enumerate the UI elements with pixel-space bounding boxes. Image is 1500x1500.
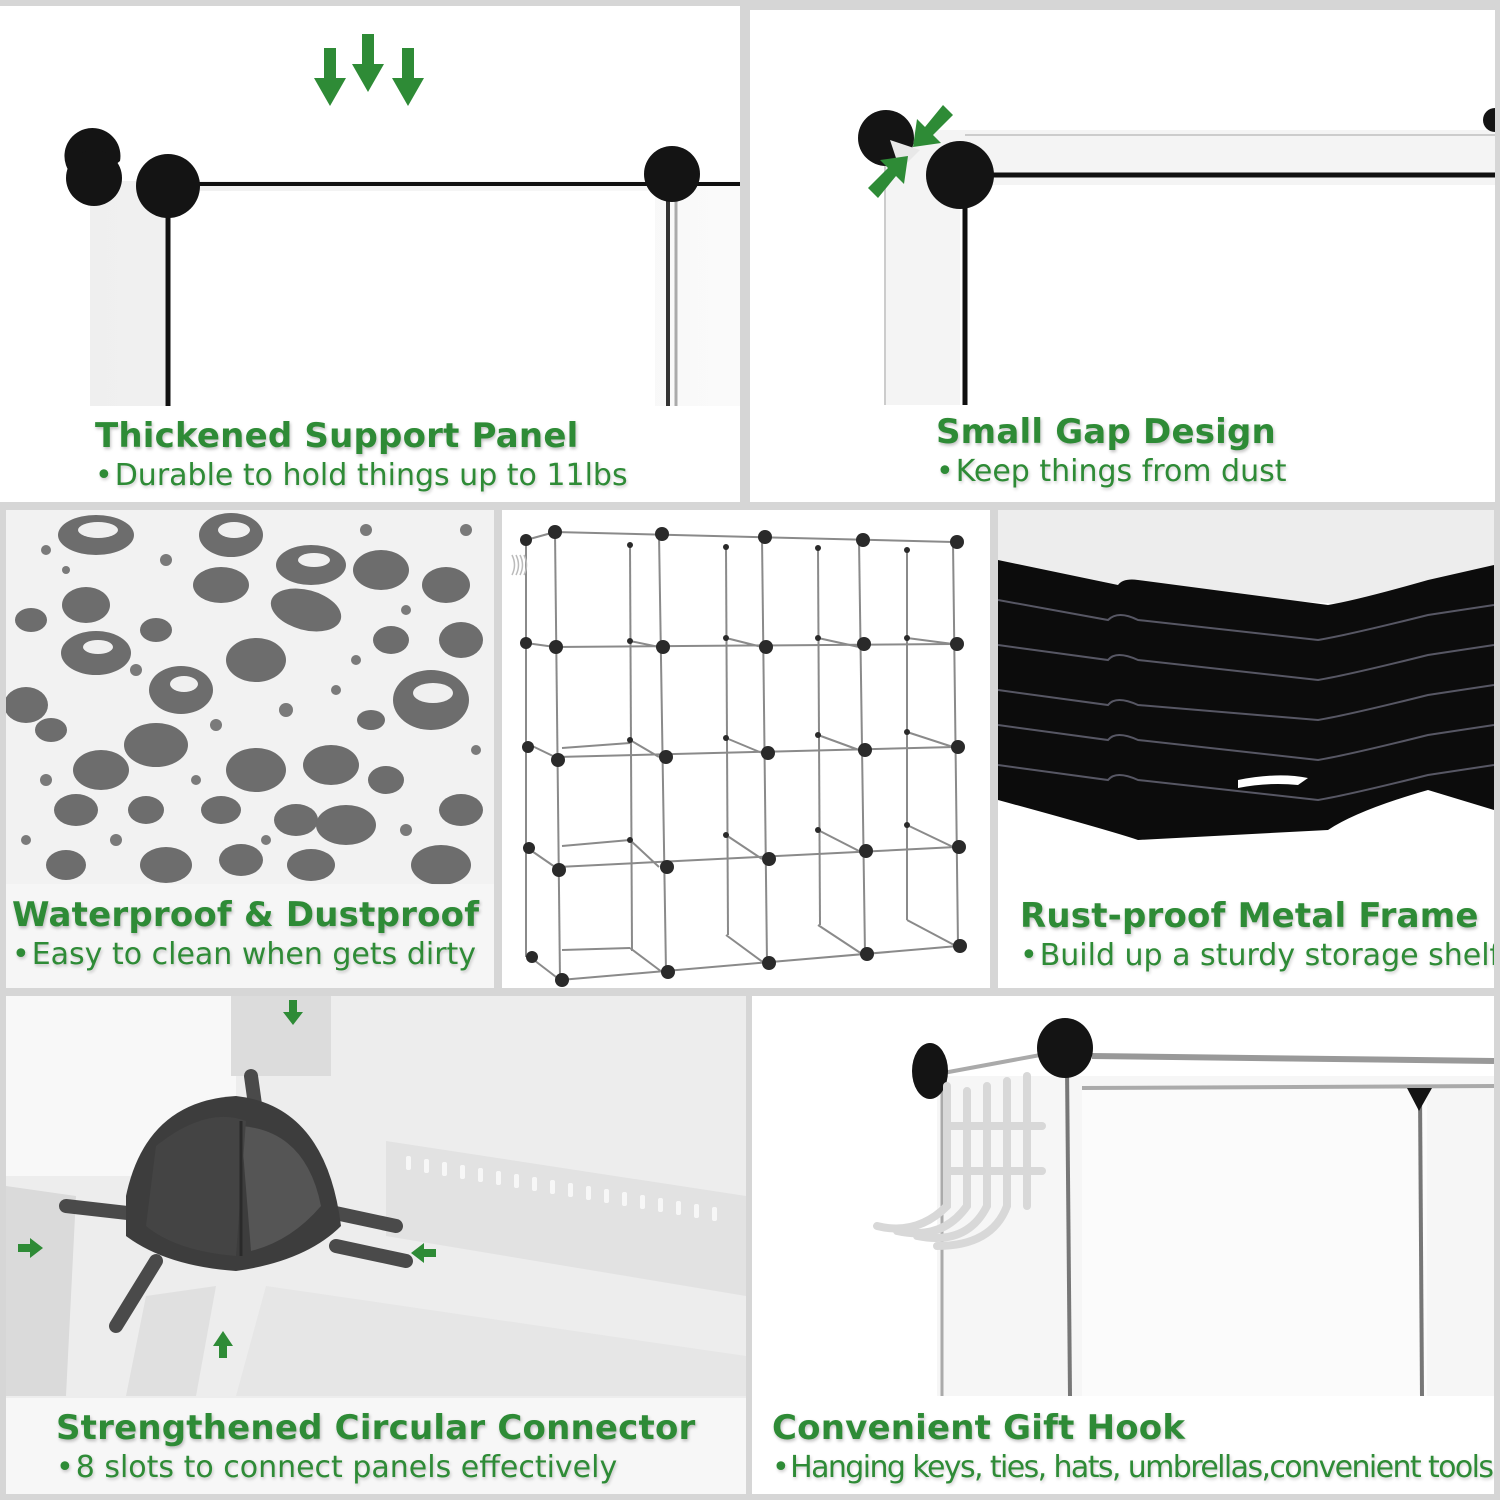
caption-rust-proof: Rust-proof Metal Frame Build up a sturdy… — [1020, 896, 1494, 976]
panel-small-gap: Small Gap Design Keep things from dust — [750, 10, 1495, 502]
panel-circular-connector: Strengthened Circular Connector 8 slots … — [6, 996, 746, 1494]
arrow-down-icon — [314, 48, 346, 106]
feature-subtitle: 8 slots to connect panels effectively — [56, 1448, 746, 1488]
caption-thickened-support: Thickened Support Panel Durable to hold … — [95, 416, 740, 496]
feature-title: Small Gap Design — [936, 412, 1276, 452]
caption-small-gap: Small Gap Design Keep things from dust — [936, 412, 1495, 492]
panel-gift-hook: Convenient Gift Hook Hanging keys, ties,… — [752, 996, 1494, 1494]
panel-rust-proof: Rust-proof Metal Frame Build up a sturdy… — [998, 510, 1494, 988]
arrow-up-icon — [213, 1331, 233, 1358]
arrow-left-icon — [411, 1243, 436, 1263]
hook-icon — [511, 554, 528, 576]
stacked-frame-image — [998, 510, 1494, 850]
feature-subtitle: Keep things from dust — [936, 452, 1495, 492]
feature-title: Convenient Gift Hook — [772, 1408, 1186, 1448]
gap-corner-illustration — [858, 108, 1495, 405]
load-arrows-group — [314, 34, 424, 106]
panel-waterproof: Waterproof & Dustproof Easy to clean whe… — [6, 510, 494, 988]
feature-title: Strengthened Circular Connector — [56, 1408, 696, 1448]
feature-subtitle: Easy to clean when gets dirty — [12, 935, 494, 975]
feature-subtitle: Durable to hold things up to 11lbs — [95, 456, 740, 496]
panel-thickened-support: Thickened Support Panel Durable to hold … — [0, 6, 740, 502]
feature-title: Waterproof & Dustproof — [12, 895, 480, 935]
arrow-right-icon — [18, 1238, 43, 1258]
caption-waterproof: Waterproof & Dustproof Easy to clean whe… — [12, 895, 494, 975]
cube-shelf-illustration — [511, 525, 967, 987]
feature-title: Thickened Support Panel — [95, 416, 579, 456]
arrow-down-icon — [392, 48, 424, 106]
connector-closeup-illustration — [6, 996, 746, 1396]
gift-hook-illustration — [873, 1018, 1494, 1396]
connector-nodes — [520, 525, 967, 987]
panel-slots — [406, 1156, 717, 1221]
caption-circular-connector: Strengthened Circular Connector 8 slots … — [56, 1408, 746, 1488]
arrow-diagonal-in-icon — [868, 156, 908, 198]
connector-arrows-group — [18, 1000, 436, 1358]
caption-gift-hook: Convenient Gift Hook Hanging keys, ties,… — [772, 1408, 1494, 1488]
feature-subtitle: Hanging keys, ties, hats, umbrellas,conv… — [772, 1448, 1494, 1488]
arrow-down-icon — [283, 1000, 303, 1025]
arrow-down-icon — [352, 34, 384, 92]
hook-icon — [873, 1072, 1046, 1250]
feature-subtitle: Build up a sturdy storage shelf — [1020, 936, 1494, 976]
panel-cube-shelf — [502, 510, 990, 988]
arrow-diagonal-in-icon — [913, 105, 953, 147]
feature-title: Rust-proof Metal Frame — [1020, 896, 1479, 936]
cube-corner-illustration — [64, 128, 740, 406]
gap-arrows-group — [868, 105, 953, 198]
